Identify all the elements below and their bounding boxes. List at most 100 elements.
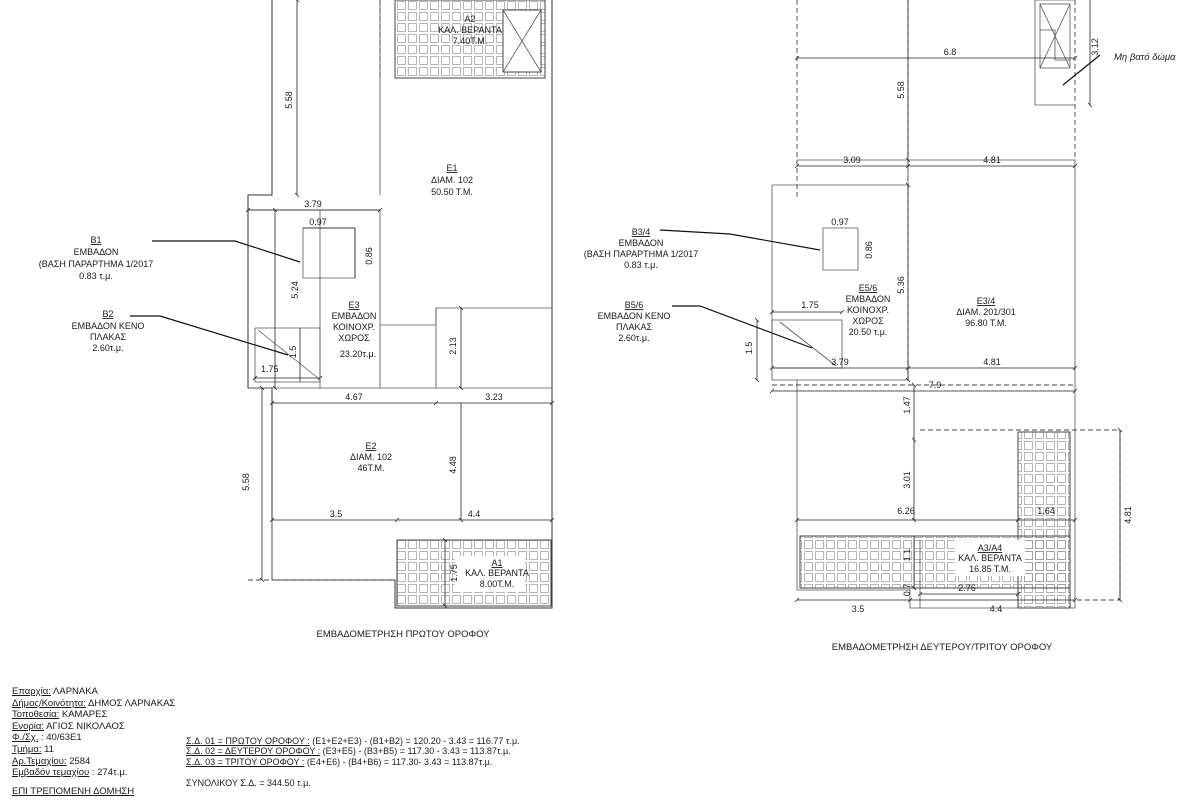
f2-dim-4-81a: 4.81 [983, 155, 1001, 165]
svg-text:A2: A2 [464, 14, 475, 24]
formula-value: (Ε1+Ε2+Ε3) - (Β1+Β2) = 120.20 - 3.43 = 1… [309, 736, 520, 746]
room-b2-label: B2 ΕΜΒΑΔΟΝ ΚΕΝΟ ΠΛΑΚΑΣ 2.60τ.μ. [72, 309, 145, 353]
svg-text:A1: A1 [491, 558, 502, 568]
svg-text:46Τ.Μ.: 46Τ.Μ. [357, 463, 384, 473]
svg-text:0.83 τ.μ.: 0.83 τ.μ. [79, 271, 113, 281]
f1-dim-3-23: 3.23 [485, 392, 503, 402]
info-row: Τμήμα: 11 [12, 744, 175, 756]
formula-row: Σ.Δ. 03 = ΤΡΙΤΟΥ ΟΡΟΦΟΥ : (Ε4+Ε6) - (Β4+… [186, 757, 520, 767]
f1-dim-0-97: 0.97 [309, 217, 327, 227]
svg-text:A3/A4: A3/A4 [978, 543, 1003, 553]
f2-dim-1-5: 1.5 [744, 342, 754, 355]
svg-text:ΕΜΒΑΔΟΝ: ΕΜΒΑΔΟΝ [332, 311, 377, 321]
svg-text:E3/4: E3/4 [977, 296, 996, 306]
f1-dim-1-75b: 1.75 [449, 564, 459, 582]
f1-dim-4-67: 4.67 [345, 392, 363, 402]
svg-text:ΚΑΛ. ΒΕΡΑΝΤΑ: ΚΑΛ. ΒΕΡΑΝΤΑ [958, 553, 1022, 563]
f2-dim-3-12: 3.12 [1090, 38, 1100, 56]
f1-dim-3-5: 3.5 [330, 509, 343, 519]
room-b1-label: B1 ΕΜΒΑΔΟΝ (ΒΑΣΗ ΠΑΡΑΡΤΗΜΑ 1/2017 0.83 τ… [39, 235, 153, 281]
svg-text:ΕΜΒΑΔΟΝ ΚΕΝΟ: ΕΜΒΑΔΟΝ ΚΕΝΟ [598, 311, 671, 321]
formula-value: (Ε4+Ε6) - (Β4+Β6) = 117.30- 3.43 = 113.8… [304, 756, 493, 767]
svg-text:ΕΜΒΑΔΟΝ: ΕΜΒΑΔΟΝ [846, 294, 891, 304]
f2-dim-0-86: 0.86 [864, 241, 874, 259]
floor2-plan: 6.8 3.12 5.58 3.09 4.81 0.97 0.86 5.36 1… [584, 0, 1176, 653]
info-value: 2584 [66, 755, 91, 767]
room-b34-label: B3/4 ΕΜΒΑΔΟΝ (ΒΑΣΗ ΠΑΡΑΡΤΗΜΑ 1/2017 0.83… [584, 227, 698, 270]
info-value: : 40/63Ε1 [38, 732, 82, 744]
svg-text:(ΒΑΣΗ ΠΑΡΑΡΤΗΜΑ 1/2017: (ΒΑΣΗ ΠΑΡΑΡΤΗΜΑ 1/2017 [584, 249, 698, 259]
f2-dim-3-01: 3.01 [902, 471, 912, 489]
room-e56-label: E5/6 ΕΜΒΑΔΟΝ ΚΟΙΝΟΧΡ. ΧΩΡΟΣ 20.50 τ.μ. [846, 283, 891, 337]
svg-text:ΚΟΙΝΟΧΡ.: ΚΟΙΝΟΧΡ. [847, 305, 889, 315]
f2-dim-1-64: 1.64 [1037, 506, 1055, 516]
info-key: Επαρχία: [12, 686, 51, 697]
formula-key: Σ.Δ. 02 = ΔΕΥΤΕΡΟΥ ΟΡΟΦΟΥ : [186, 746, 321, 757]
svg-text:23.20τ.μ.: 23.20τ.μ. [340, 349, 376, 359]
svg-text:2.60τ.μ.: 2.60τ.μ. [92, 343, 123, 353]
info-row: Εμβαδόν τεμαχίου : 274τ.μ. [12, 767, 175, 779]
svg-text:ΔΙΑΜ. 102: ΔΙΑΜ. 102 [431, 175, 473, 185]
f2-dim-3-5: 3.5 [852, 604, 865, 614]
svg-text:96.80 Τ.Μ.: 96.80 Τ.Μ. [965, 318, 1007, 328]
room-e2-label: E2 ΔΙΑΜ. 102 46Τ.Μ. [350, 441, 392, 473]
svg-text:ΚΑΛ. ΒΕΡΑΝΤΑ: ΚΑΛ. ΒΕΡΑΝΤΑ [465, 568, 529, 578]
f2-dim-0-97: 0.97 [831, 217, 849, 227]
f1-dim-3-79: 3.79 [304, 199, 322, 209]
svg-text:ΕΜΒΑΔΟΝ: ΕΜΒΑΔΟΝ [74, 247, 119, 257]
svg-text:B1: B1 [90, 235, 101, 245]
info-row: Φ./Σχ. : 40/63Ε1 [12, 732, 175, 744]
info-key: Εμβαδόν τεμαχίου [12, 767, 90, 779]
svg-text:ΕΜΒΑΔΟΝ: ΕΜΒΑΔΟΝ [619, 238, 664, 248]
f1-dim-1-5: 1.5 [288, 346, 298, 359]
svg-text:ΚΑΛ. ΒΕΡΑΝΤΑ: ΚΑΛ. ΒΕΡΑΝΤΑ [438, 25, 502, 35]
f2-dim-5-36: 5.36 [896, 276, 906, 294]
floor1-plan: 5.58 3.79 0.97 0.86 5.24 1.5 1.75 2.13 4… [39, 0, 555, 640]
f2-dim-1-1: 1.1 [902, 549, 912, 562]
room-a34-label: A3/A4 ΚΑΛ. ΒΕΡΑΝΤΑ 16.85 Τ.Μ. [958, 543, 1022, 574]
info-row: Δήμος/Κοινότητα: ΔΗΜΟΣ ΛΑΡΝΑΚΑΣ [12, 698, 175, 710]
info-key: Τμήμα: [12, 743, 42, 755]
info-key: Φ./Σχ. [12, 732, 39, 744]
area-formulas: Σ.Δ. 01 = ΠΡΩΤΟΥ ΟΡΟΦΟΥ : (Ε1+Ε2+Ε3) - (… [186, 736, 520, 789]
formula-row: Σ.Δ. 02 = ΔΕΥΤΕΡΟΥ ΟΡΟΦΟΥ : (Ε3+Ε5) - (Β… [186, 746, 520, 756]
svg-text:E3: E3 [348, 300, 359, 310]
f2-dim-5-58: 5.58 [896, 81, 906, 99]
f1-dim-2-13: 2.13 [448, 337, 458, 355]
room-e3-label: E3 ΕΜΒΑΔΟΝ ΚΟΙΝΟΧΡ. ΧΩΡΟΣ 23.20τ.μ. [332, 300, 377, 359]
svg-text:0.83 τ.μ.: 0.83 τ.μ. [624, 260, 658, 270]
svg-text:ΠΛΑΚΑΣ: ΠΛΑΚΑΣ [90, 332, 127, 342]
svg-text:ΧΩΡΟΣ: ΧΩΡΟΣ [338, 333, 370, 343]
svg-text:2.60τ.μ.: 2.60τ.μ. [618, 333, 649, 343]
info-row: Επαρχία: ΛΑΡΝΑΚΑ [12, 686, 175, 698]
formula-row: Σ.Δ. 01 = ΠΡΩΤΟΥ ΟΡΟΦΟΥ : (Ε1+Ε2+Ε3) - (… [186, 736, 520, 746]
f1-dim-0-86: 0.86 [364, 247, 374, 265]
info-value: ΔΗΜΟΣ ΛΑΡΝΑΚΑΣ [85, 697, 176, 709]
f2-dim-4-4: 4.4 [990, 604, 1003, 614]
svg-text:ΕΜΒΑΔΟΝ ΚΕΝΟ: ΕΜΒΑΔΟΝ ΚΕΝΟ [72, 321, 145, 331]
svg-text:ΠΛΑΚΑΣ: ΠΛΑΚΑΣ [616, 322, 653, 332]
f2-dim-0-7: 0.7 [902, 584, 912, 597]
info-key: Δήμος/Κοινότητα: [12, 697, 86, 709]
info-key: Αρ.Τεμαχίου: [12, 755, 67, 767]
f1-dim-4-48: 4.48 [448, 456, 458, 474]
svg-text:ΔΙΑΜ. 201/301: ΔΙΑΜ. 201/301 [956, 307, 1016, 317]
f1-dim-1-75: 1.75 [261, 364, 279, 374]
svg-text:20.50 τ.μ.: 20.50 τ.μ. [849, 327, 888, 337]
svg-text:E2: E2 [365, 441, 376, 451]
info-key: Ενορία: [12, 720, 45, 732]
svg-text:B5/6: B5/6 [625, 300, 644, 310]
f2-dim-3-09: 3.09 [843, 155, 861, 165]
info-row: Ενορία: ΑΓΙΟΣ ΝΙΚΟΛΑΟΣ [12, 721, 175, 733]
svg-text:E5/6: E5/6 [859, 283, 878, 293]
f1-dim-5-58b: 5.58 [241, 473, 251, 491]
info-value: 11 [41, 743, 54, 755]
svg-text:50.50 Τ.Μ.: 50.50 Τ.Μ. [431, 187, 473, 197]
info-value: ΛΑΡΝΑΚΑ [50, 686, 98, 697]
f2-dim-1-47: 1.47 [902, 396, 912, 414]
info-row: Αρ.Τεμαχίου: 2584 [12, 756, 175, 768]
f1-dim-4-4: 4.4 [468, 509, 481, 519]
svg-text:ΧΩΡΟΣ: ΧΩΡΟΣ [852, 316, 884, 326]
footer-note: ΕΠΙ ΤΡΕΠΟΜΕΝΗ ΔΟΜΗΣΗ [12, 786, 135, 797]
